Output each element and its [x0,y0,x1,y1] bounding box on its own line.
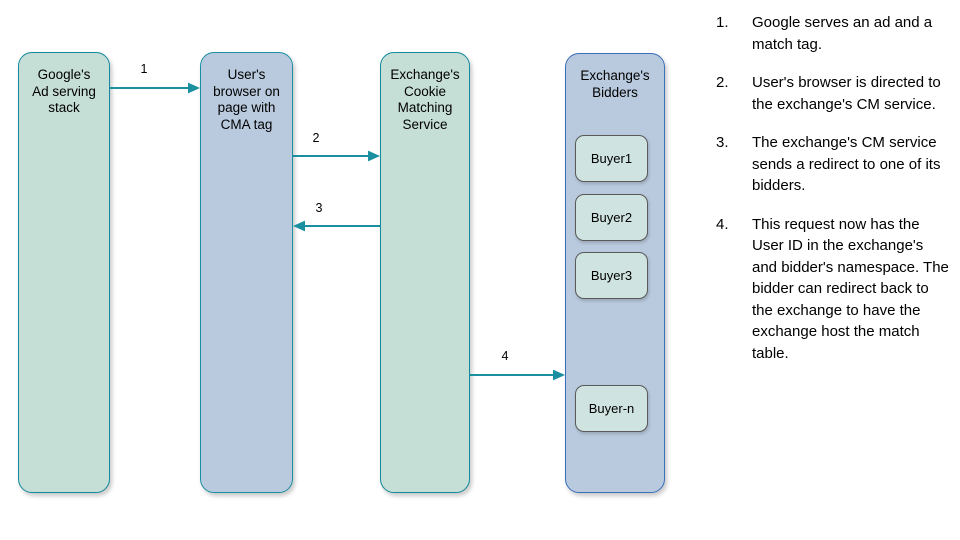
arrow-label-2: 2 [312,131,320,145]
buyer-box-buyer1[interactable]: Buyer1 [575,135,648,182]
buyer-box-buyer-n[interactable]: Buyer-n [575,385,648,432]
buyer-box-buyer3[interactable]: Buyer3 [575,252,648,299]
buyer-box-buyer2[interactable]: Buyer2 [575,194,648,241]
buyer-label: Buyer1 [590,151,633,166]
step-text: Google serves an ad and a match tag. [752,14,933,53]
list-item: 3. The exchange's CM service sends a red… [712,132,952,197]
node-label: User's browser on page with CMA tag [213,67,280,132]
buyer-label: Buyer3 [590,268,633,283]
buyer-label: Buyer-n [588,401,635,416]
step-number: 3. [716,134,729,151]
node-label: Google's Ad serving stack [32,67,96,115]
step-text: The exchange's CM service sends a redire… [752,134,941,194]
step-text: This request now has the User ID in the … [752,215,949,362]
node-exchange-cookie-matching-service[interactable]: Exchange's Cookie Matching Service [380,52,470,493]
step-number: 4. [716,215,729,233]
arrow-label-1: 1 [140,62,148,76]
arrow-label-4: 4 [501,349,509,363]
list-item: 2. User's browser is directed to the exc… [712,72,952,115]
list-item: 4. This request now has the User ID in t… [712,214,952,365]
arrow-label-3: 3 [315,201,323,215]
node-user-browser[interactable]: User's browser on page with CMA tag [200,52,293,493]
list-item: 1. Google serves an ad and a match tag. [712,12,952,55]
step-number: 1. [716,14,729,31]
arrow-4 [470,369,565,381]
step-text: User's browser is directed to the exchan… [752,74,941,113]
node-google-ad-serving-stack[interactable]: Google's Ad serving stack [18,52,110,493]
node-label: Exchange's Bidders [580,68,650,100]
steps-list: 1. Google serves an ad and a match tag. … [712,12,952,381]
arrow-2 [293,150,380,162]
buyer-label: Buyer2 [590,210,633,225]
arrow-1 [110,82,200,94]
node-label: Exchange's Cookie Matching Service [390,67,460,132]
step-number: 2. [716,74,729,91]
arrow-3 [293,220,380,232]
